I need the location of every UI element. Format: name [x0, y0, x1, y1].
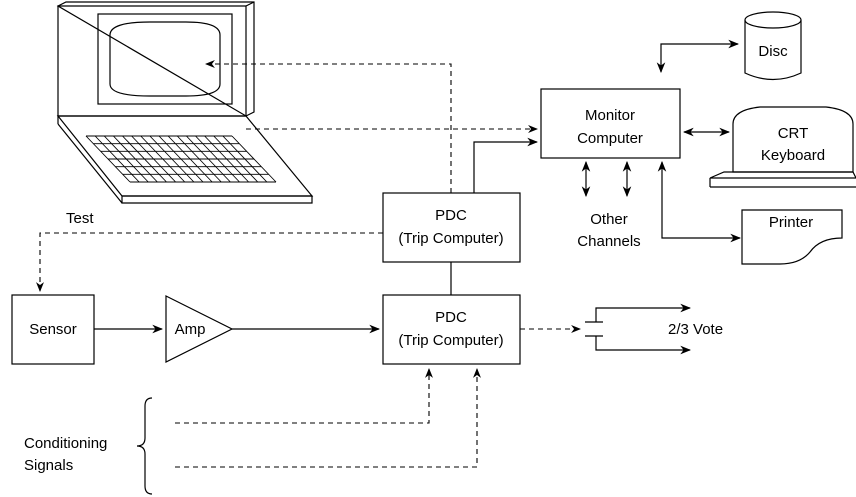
- vote-output-1: [595, 303, 692, 322]
- conditioning-brace: [136, 397, 153, 495]
- keyboard-grid-line: [85, 135, 131, 183]
- keyboard-grid-line: [113, 135, 158, 183]
- vote-label: 2/3 Vote: [668, 321, 723, 338]
- conditioning-label-line2: Signals: [24, 457, 73, 474]
- keyboard-grid-line: [204, 135, 249, 183]
- monitor-printer-link: [657, 160, 742, 243]
- keyboard-grid-line: [122, 135, 167, 183]
- connections: [36, 39, 742, 468]
- keyboard-grid-line: [140, 135, 186, 183]
- keyboard-grid-line: [167, 135, 213, 183]
- keyboard-grid-line: [103, 135, 149, 183]
- test-label: Test: [66, 210, 94, 227]
- conditioning-signal-2: [175, 368, 481, 468]
- other-channels-label-line2: Channels: [577, 233, 640, 250]
- laptop-screen: [109, 21, 221, 97]
- test-link: [36, 232, 383, 292]
- keyboard-grid-line: [195, 135, 240, 183]
- disc-icon: [744, 11, 802, 81]
- other-channels-label-line1: Other: [590, 211, 628, 228]
- pdc-monitor-link: [473, 137, 539, 193]
- crt-label-line2: Keyboard: [761, 147, 825, 164]
- monitor-computer-label-line1: Monitor: [585, 107, 635, 124]
- keyboard-grid-line: [222, 135, 268, 183]
- sensor-box: [11, 294, 95, 365]
- keyboard-grid-line: [176, 135, 222, 183]
- keyboard-grid-line: [149, 135, 195, 183]
- monitor-disc-link: [656, 39, 740, 74]
- keyboard-grid-line: [131, 135, 176, 183]
- conditioning-signal-1: [175, 368, 433, 424]
- keyboard-grid-line: [158, 135, 204, 183]
- keyboard-grid-line: [94, 135, 140, 183]
- pdc-bottom-label-line2: (Trip Computer): [398, 332, 503, 349]
- conditioning-label-line1: Conditioning: [24, 435, 107, 452]
- amp-label: Amp: [175, 321, 206, 338]
- laptop-screen-bezel: [97, 13, 233, 105]
- pdc-top-label-line1: PDC: [435, 207, 467, 224]
- keyboard-grid-line: [231, 135, 277, 183]
- vote-output-2: [595, 336, 692, 355]
- laptop-terminal-icon: [56, 1, 314, 204]
- sensor-label: Sensor: [29, 321, 77, 338]
- amp-triangle: [165, 295, 234, 363]
- pdc-bottom-label-line1: PDC: [435, 309, 467, 326]
- crt-label-line1: CRT: [778, 125, 809, 142]
- disc-label: Disc: [758, 43, 788, 60]
- printer-label: Printer: [769, 214, 813, 231]
- laptop-keyboard: [85, 135, 277, 183]
- pdc-top-label-line2: (Trip Computer): [398, 230, 503, 247]
- keyboard-grid-line: [213, 135, 259, 183]
- monitor-computer-box: [540, 88, 681, 159]
- printer-icon: [741, 209, 843, 265]
- pdc-screen-link: [205, 60, 452, 193]
- keyboard-grid-line: [186, 135, 231, 183]
- pdc-trip-computer-bottom-box: [382, 294, 521, 365]
- monitor-computer-label-line2: Computer: [577, 130, 643, 147]
- pdc-trip-computer-top-box: [382, 192, 521, 263]
